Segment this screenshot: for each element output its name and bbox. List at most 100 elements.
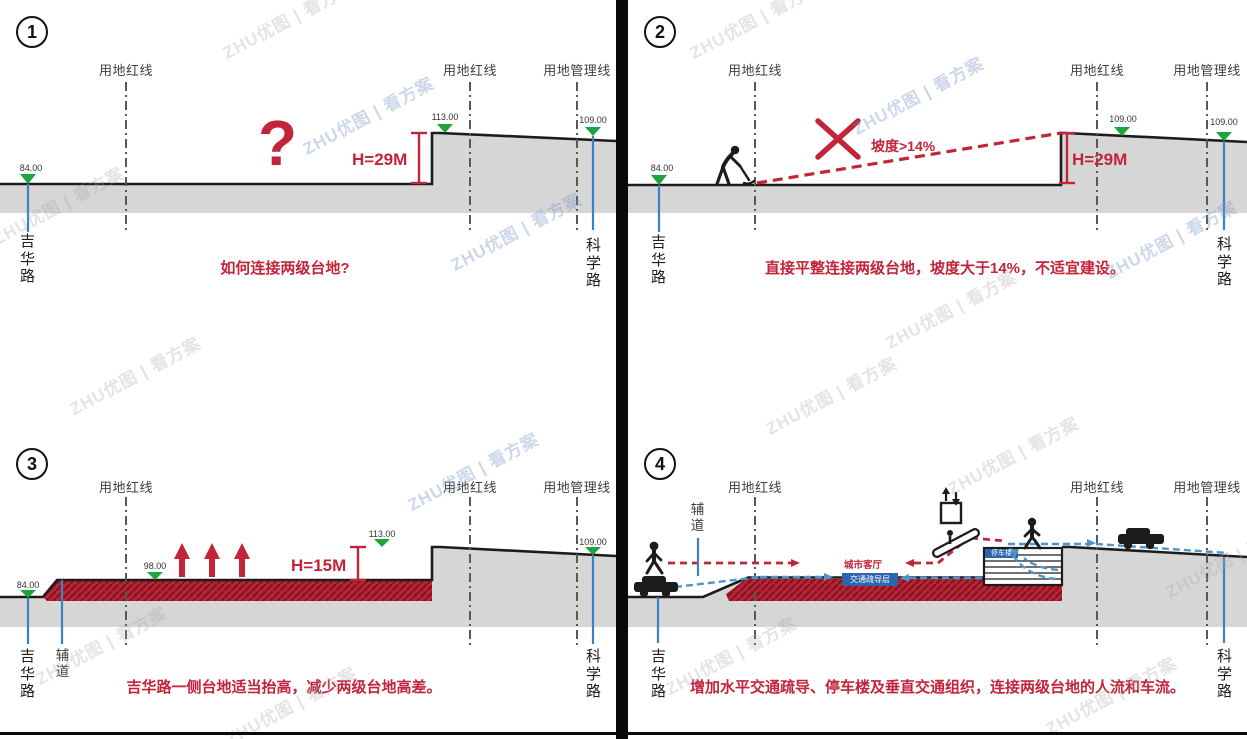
panel-2: 2 用地红线 用地红线 用地管理线 84.00 109.00 109.00 坡度…: [628, 0, 1247, 430]
height-dimension-line: [350, 545, 366, 582]
road-label-jihua: 吉华路: [650, 234, 666, 287]
boundary-lines: [125, 82, 578, 230]
slope-label: 坡度>14%: [871, 138, 936, 154]
elevation-113: 113.00: [431, 112, 459, 122]
lift-up-arrows: [174, 543, 250, 577]
elevation-marker: [585, 127, 601, 136]
elevation-109: 109.00: [579, 537, 607, 547]
blue-flow-dashes: [674, 542, 1229, 589]
boundary-lines: [754, 497, 1208, 645]
terrain-surface-line: [0, 131, 616, 186]
panel-number-text: 3: [26, 453, 37, 474]
road-label-jihua: 吉华路: [19, 233, 35, 286]
elevation-84: 84.00: [19, 163, 43, 173]
elevation-marker: [1216, 132, 1232, 141]
elevation-marker: [147, 572, 163, 580]
road-label-jihua: 吉华路: [650, 648, 666, 701]
elevation-marker: [437, 124, 453, 133]
car-icon-right: [1118, 528, 1164, 550]
road-label-kexue: 科学路: [585, 237, 601, 290]
panel-caption: 增加水平交通疏导、停车楼及垂直交通组织，连接两级台地的人流和车流。: [689, 679, 1185, 696]
height-label: H=29M: [1072, 150, 1128, 169]
car-icon-left: [634, 576, 678, 598]
bottom-rule: [0, 732, 1247, 735]
red-flow-dashes: [668, 536, 1007, 565]
boundary-label-mgmt-line: 用地管理线: [543, 480, 611, 495]
height-label: H=15M: [291, 556, 347, 575]
parking-label-bg: [985, 549, 1018, 558]
boundary-label-red-line-2: 用地红线: [442, 480, 497, 495]
panel-4: 4 用地红线 用地红线 用地管理线 辅道 城市客厅 交通疏导层 停车楼 增加水平…: [628, 430, 1247, 733]
boundary-lines: [125, 497, 578, 645]
panel-number: 4: [644, 448, 676, 480]
elevation-98: 98.00: [143, 561, 167, 571]
panel-caption: 直接平整连接两级台地，坡度大于14%，不适宜建设。: [764, 260, 1126, 277]
elevation-marker: [20, 174, 36, 184]
terrace-surface-line: [1062, 545, 1247, 559]
terrain-fill: [0, 133, 616, 213]
city-hall-layer-label: 城市客厅: [843, 560, 882, 571]
panel-caption: 吉华路一侧台地适当抬高，减少两级台地高差。: [126, 679, 442, 696]
elevator-icon: [939, 487, 963, 525]
road-label-kexue: 科学路: [1216, 648, 1232, 701]
panel-2-drawing: [628, 82, 1247, 232]
panel-1-drawing: [0, 82, 616, 232]
red-x-icon: [815, 118, 861, 160]
traffic-layer-label: 交通疏导层: [842, 573, 898, 586]
boundary-label-red-line-2: 用地红线: [1069, 480, 1124, 495]
red-flow-arrowheads: [791, 559, 914, 567]
boundary-label-red-line-2: 用地红线: [1069, 63, 1124, 78]
question-mark: ?: [258, 107, 298, 179]
panel-caption: 如何连接两级台地?: [220, 260, 350, 277]
panel-number-text: 4: [654, 453, 665, 474]
elevation-marker: [374, 539, 390, 547]
terrain-fill: [628, 133, 1247, 213]
boundary-label-red-line-1: 用地红线: [727, 63, 782, 78]
panel-number: 1: [16, 16, 48, 48]
aux-road-label: 辅道: [55, 648, 70, 680]
panel-1: 1 用地红线 用地红线 用地管理线 84.00 113.00 109.00 H=…: [0, 0, 616, 430]
parking-building-label: 停车楼: [991, 550, 1012, 557]
elevation-113: 113.00: [368, 529, 396, 539]
boundary-label-red-line-1: 用地红线: [727, 480, 782, 495]
boundary-label-mgmt-line: 用地管理线: [1173, 63, 1241, 78]
panel-number-text: 1: [26, 21, 37, 42]
boundary-label-red-line-1: 用地红线: [98, 480, 153, 495]
pedestrian-icon-top: [1023, 517, 1042, 550]
height-dimension-line: [411, 131, 427, 185]
elevation-109-right: 109.00: [1210, 117, 1238, 127]
elevation-marker: [1114, 127, 1130, 136]
road-label-kexue: 科学路: [585, 648, 601, 701]
road-label-jihua: 吉华路: [19, 648, 35, 701]
elevation-109-terrace: 109.00: [1109, 114, 1137, 124]
panel-number: 2: [644, 16, 676, 48]
boundary-label-red-line-2: 用地红线: [442, 63, 497, 78]
panel-number-text: 2: [654, 21, 665, 42]
boundary-label-mgmt-line: 用地管理线: [543, 63, 611, 78]
boundary-lines: [754, 82, 1208, 230]
panel-4-drawing: [628, 487, 1247, 645]
raised-platform-hatch: [43, 580, 432, 601]
panel-3: 3 用地红线 用地红线 用地管理线 84.00 98.00 113.00 109…: [0, 430, 616, 733]
elevation-109: 109.00: [579, 115, 607, 125]
blue-flow-arrowheads: [824, 539, 1096, 582]
slope-dashed-line: [756, 131, 1062, 185]
height-dimension-line: [1059, 131, 1075, 185]
panel-number: 3: [16, 448, 48, 480]
elevation-marker: [651, 175, 667, 185]
panel-3-drawing: [0, 497, 616, 645]
panel-divider-vertical: [616, 0, 628, 739]
pedestrian-icon-left: [645, 541, 664, 575]
boundary-label-mgmt-line: 用地管理线: [1173, 480, 1241, 495]
digging-person-icon: [715, 145, 756, 186]
elevation-marker: [20, 590, 36, 598]
elevation-marker: [585, 547, 601, 555]
aux-road-label: 辅道: [690, 502, 705, 534]
elevation-84: 84.00: [650, 163, 674, 173]
elevation-84: 84.00: [16, 580, 40, 590]
raised-platform-hatch: [726, 579, 1062, 601]
height-label: H=29M: [352, 150, 408, 169]
escalator-icon: [932, 528, 980, 558]
road-label-kexue: 科学路: [1216, 236, 1232, 289]
